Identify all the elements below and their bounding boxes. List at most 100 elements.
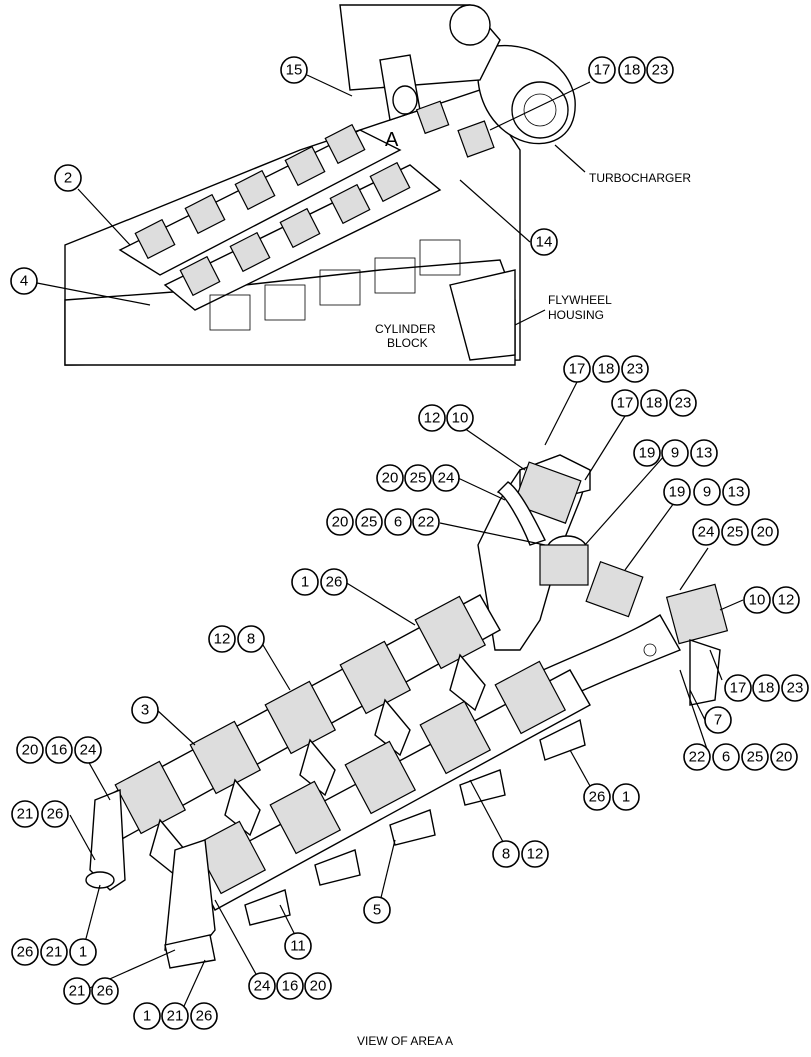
callout-19: 19 [663,478,691,506]
svg-text:21: 21 [69,983,86,1000]
callout-23: 23 [646,56,674,84]
callout-18: 18 [592,355,620,383]
svg-text:25: 25 [747,749,764,766]
svg-text:18: 18 [598,361,615,378]
svg-text:5: 5 [373,902,381,919]
svg-text:17: 17 [569,361,586,378]
svg-text:18: 18 [624,62,641,79]
svg-text:12: 12 [214,631,231,648]
callout-18: 18 [618,56,646,84]
callout-26: 26 [583,783,611,811]
callout-21: 21 [40,938,68,966]
flywheel-label-line2: HOUSING [548,308,604,322]
callout-26: 26 [190,1002,218,1030]
svg-text:6: 6 [394,514,402,531]
svg-text:12: 12 [527,846,544,863]
callout-22: 22 [683,743,711,771]
callout-12: 12 [208,625,236,653]
callout-2: 2 [54,164,82,192]
callout-8: 8 [492,840,520,868]
svg-text:20: 20 [382,470,399,487]
svg-text:20: 20 [776,749,793,766]
svg-text:24: 24 [80,742,97,759]
svg-text:26: 26 [326,574,343,591]
svg-text:20: 20 [310,978,327,995]
callout-23: 23 [781,674,809,702]
callout-10: 10 [743,586,771,614]
svg-text:9: 9 [703,484,711,501]
svg-text:23: 23 [787,680,804,697]
svg-text:26: 26 [47,806,64,823]
svg-text:22: 22 [418,514,435,531]
callout-15: 15 [280,56,308,84]
svg-text:20: 20 [757,524,774,541]
svg-text:2: 2 [64,170,72,187]
callout-18: 18 [640,389,668,417]
svg-text:26: 26 [17,944,34,961]
svg-text:1: 1 [622,789,630,806]
svg-text:11: 11 [290,938,306,955]
svg-text:1: 1 [79,944,87,961]
svg-text:7: 7 [714,712,722,729]
callout-16: 16 [276,972,304,1000]
svg-text:23: 23 [652,62,669,79]
callout-23: 23 [669,389,697,417]
svg-text:6: 6 [722,749,730,766]
svg-text:8: 8 [502,846,510,863]
svg-text:26: 26 [97,983,114,1000]
svg-text:20: 20 [22,742,39,759]
callout-24: 24 [692,518,720,546]
upper-manifold-bellows [114,595,487,835]
engine-overview [64,4,576,366]
callout-1: 1 [133,1002,161,1030]
svg-text:16: 16 [51,742,68,759]
callout-6: 6 [384,508,412,536]
callout-26: 26 [41,800,69,828]
callout-21: 21 [161,1002,189,1030]
callout-18: 18 [752,674,780,702]
svg-text:17: 17 [594,62,611,79]
callout-3: 3 [131,696,159,724]
callout-11: 11 [284,932,312,960]
right-bellows [665,583,729,645]
callout-17: 17 [588,56,616,84]
svg-text:18: 18 [646,395,663,412]
svg-text:1: 1 [143,1008,151,1025]
callout-16: 16 [45,736,73,764]
mid-bellows-2 [585,560,644,618]
svg-text:1: 1 [301,574,309,591]
callout-20: 20 [304,972,332,1000]
callouts: 15 17 18 23 2 14 4 17 18 23 12 10 17 18 … [10,56,809,1030]
top-leaders [36,74,591,326]
callout-10: 10 [446,404,474,432]
svg-text:24: 24 [254,978,271,995]
upper-row-bellows [134,123,411,297]
svg-text:17: 17 [730,680,747,697]
callout-17: 17 [611,389,639,417]
callout-14: 14 [530,228,558,256]
callout-6: 6 [712,743,740,771]
svg-text:21: 21 [17,806,34,823]
callout-24: 24 [432,464,460,492]
callout-26: 26 [91,977,119,1005]
callout-12: 12 [418,404,446,432]
callout-1: 1 [291,568,319,596]
lower-manifold-bellows [194,660,567,895]
callout-4: 4 [10,267,38,295]
manifold-detail [85,454,729,969]
svg-text:18: 18 [758,680,775,697]
svg-text:13: 13 [728,484,745,501]
callout-12: 12 [772,586,800,614]
svg-text:13: 13 [696,445,713,462]
callout-8: 8 [237,625,265,653]
callout-20: 20 [16,736,44,764]
callout-7: 7 [704,706,732,734]
svg-text:12: 12 [778,592,795,609]
callout-20: 20 [326,508,354,536]
svg-text:25: 25 [361,514,378,531]
callout-17: 17 [724,674,752,702]
turbocharger-label: TURBOCHARGER [589,171,691,185]
svg-text:21: 21 [46,944,63,961]
callout-24: 24 [74,736,102,764]
